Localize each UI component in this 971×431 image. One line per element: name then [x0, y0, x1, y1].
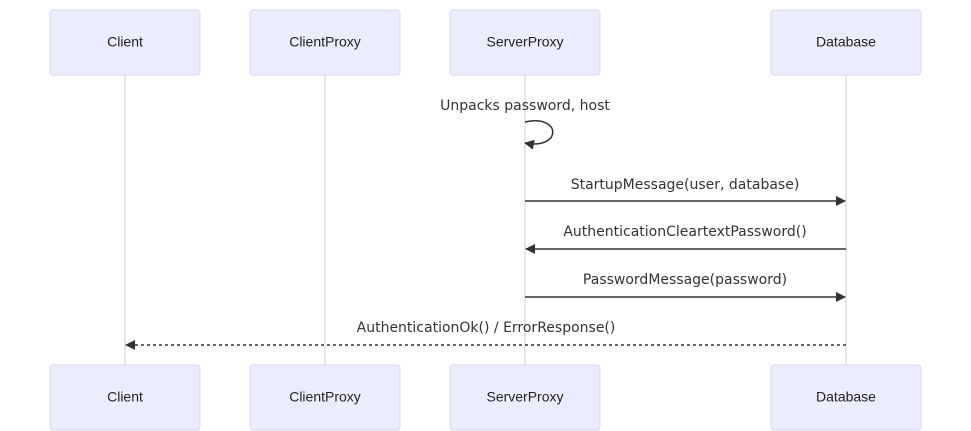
actor-label: ServerProxy — [486, 34, 563, 50]
actor-clientproxy-bottom: ClientProxy — [249, 364, 401, 431]
message-label-startup: StartupMessage(user, database) — [571, 177, 800, 193]
actor-database-bottom: Database — [770, 364, 922, 431]
actor-label: Database — [816, 389, 876, 405]
message-label-pwmsg: PasswordMessage(password) — [583, 272, 787, 288]
actor-clientproxy-top: ClientProxy — [249, 9, 401, 76]
actor-label: Client — [107, 389, 143, 405]
actor-label: Client — [107, 34, 143, 50]
actor-serverproxy-bottom: ServerProxy — [449, 364, 601, 431]
message-label-authok: AuthenticationOk() / ErrorResponse() — [357, 320, 616, 336]
message-label-authclear: AuthenticationCleartextPassword() — [563, 224, 806, 240]
actor-serverproxy-top: ServerProxy — [449, 9, 601, 76]
actor-label: ServerProxy — [486, 389, 563, 405]
actor-label: Database — [816, 34, 876, 50]
actor-client-bottom: Client — [49, 364, 201, 431]
actor-label: ClientProxy — [289, 34, 361, 50]
actor-client-top: Client — [49, 9, 201, 76]
message-label-self: Unpacks password, host — [440, 98, 610, 114]
self-loop-arrow — [524, 120, 554, 150]
actor-label: ClientProxy — [289, 389, 361, 405]
actor-database-top: Database — [770, 9, 922, 76]
